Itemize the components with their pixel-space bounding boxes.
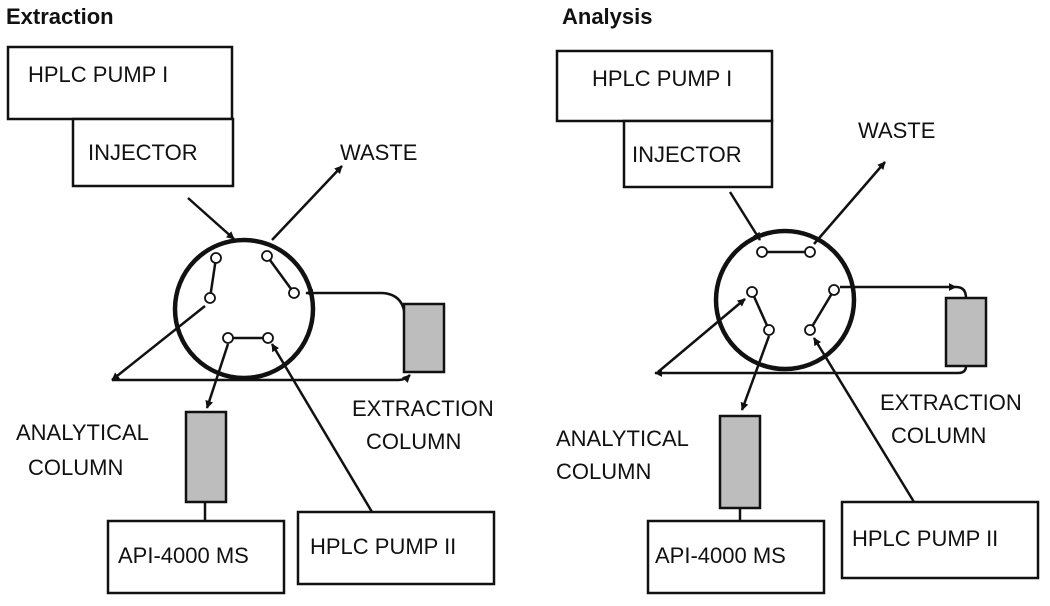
extraction-arrow-injector-to-valve: [187, 197, 235, 240]
analysis-valve-body: [713, 228, 857, 372]
extraction-valve-channel: [208, 257, 218, 299]
extraction-arrow-pump2-to-valve: [270, 343, 374, 513]
extraction-extraction-column-label-1: EXTRACTION: [352, 396, 494, 421]
extraction-analytical-column: ANALYTICAL COLUMN: [16, 410, 228, 504]
analysis-analytical-column-label-1: ANALYTICAL: [556, 426, 689, 451]
extraction-valve-port: [210, 252, 222, 264]
extraction-valve-port: [222, 332, 234, 344]
analysis-pump1-box: [555, 49, 774, 123]
analysis-arrow-to-waste: [813, 161, 886, 245]
extraction-pump1-label: HPLC PUMP I: [28, 62, 168, 87]
analysis-extraction-column-label-1: EXTRACTION: [880, 390, 1022, 415]
analysis-injector-label: INJECTOR: [632, 142, 742, 167]
extraction-extraction-column: EXTRACTION COLUMN: [352, 302, 494, 454]
extraction-analytical-column-label-1: ANALYTICAL: [16, 420, 149, 445]
extraction-panel: Extraction HPLC PUMP I INJECTOR WASTE: [6, 4, 496, 595]
extraction-injector-label: INJECTOR: [88, 140, 198, 165]
analysis-ms-box: [646, 519, 826, 595]
analysis-pump2: HPLC PUMP II: [840, 500, 1040, 580]
analysis-extraction-column-body: [944, 296, 988, 368]
extraction-ms-box: [106, 519, 286, 595]
analysis-valve-channel: [750, 291, 771, 331]
analysis-ms-label: API-4000 MS: [655, 543, 786, 568]
analysis-valve-port: [746, 286, 758, 298]
extraction-extraction-column-body: [402, 302, 446, 374]
analysis-panel: Analysis HPLC PUMP I INJECTOR WASTE: [555, 4, 1040, 595]
analysis-extraction-column-label-2: COLUMN: [891, 423, 986, 448]
analysis-extraction-column: EXTRACTION COLUMN: [880, 296, 1022, 448]
analysis-valve-port: [804, 324, 816, 336]
extraction-pump2: HPLC PUMP II: [296, 510, 496, 586]
analysis-ms: API-4000 MS: [646, 519, 826, 595]
extraction-valve-channel: [265, 255, 296, 294]
analysis-injector: INJECTOR: [622, 119, 774, 189]
analysis-pump2-box: [840, 500, 1040, 580]
analysis-waste-label: WASTE: [858, 118, 935, 143]
analysis-arrow-pump2-to-valve: [812, 337, 916, 503]
extraction-title: Extraction: [6, 4, 114, 29]
analysis-valve-port: [756, 246, 768, 258]
analysis-analytical-column-body: [718, 414, 762, 510]
extraction-analytical-column-label-2: COLUMN: [28, 455, 123, 480]
analysis-valve-port: [763, 324, 775, 336]
analysis-injector-box: [622, 119, 774, 189]
extraction-arrow-valve-to-analytical: [205, 343, 230, 409]
analysis-valve-channel: [808, 289, 836, 331]
analysis-analytical-column: ANALYTICAL COLUMN: [556, 414, 762, 510]
analysis-line-column-corner: [955, 285, 968, 299]
extraction-injector-box: [71, 117, 235, 188]
extraction-analytical-column-body: [184, 410, 228, 504]
extraction-line-column-to-valve: [305, 289, 407, 321]
analysis-line-column-to-left: [654, 365, 968, 377]
extraction-line-bottom-to-column: [112, 374, 411, 383]
analysis-pump2-label: HPLC PUMP II: [852, 526, 998, 551]
analysis-arrow-left-to-valve: [657, 298, 746, 373]
extraction-pump2-label: HPLC PUMP II: [310, 534, 456, 559]
analysis-pump1-label: HPLC PUMP I: [592, 66, 732, 91]
extraction-arrow-to-waste: [271, 165, 343, 241]
extraction-valve: [172, 237, 316, 381]
analysis-valve-port: [828, 284, 840, 296]
extraction-pump1: HPLC PUMP I: [6, 45, 234, 121]
analysis-valve-port: [804, 246, 816, 258]
extraction-ms-label: API-4000 MS: [118, 543, 249, 568]
extraction-injector: INJECTOR: [71, 117, 235, 188]
extraction-valve-port: [204, 292, 216, 304]
extraction-extraction-column-label-2: COLUMN: [366, 429, 461, 454]
extraction-ms: API-4000 MS: [106, 519, 286, 595]
analysis-arrow-injector-to-valve: [728, 191, 762, 241]
analysis-analytical-column-label-2: COLUMN: [556, 459, 651, 484]
analysis-valve: [713, 228, 857, 372]
extraction-pump1-box: [6, 45, 234, 121]
extraction-waste-label: WASTE: [340, 140, 417, 165]
extraction-arrow-valve-to-bottom: [111, 305, 206, 381]
analysis-pump1: HPLC PUMP I: [555, 49, 774, 123]
analysis-title: Analysis: [562, 4, 653, 29]
extraction-valve-port: [262, 332, 274, 344]
extraction-valve-port: [261, 250, 273, 262]
analysis-arrow-valve-to-analytical: [740, 335, 771, 411]
extraction-valve-body: [172, 237, 316, 381]
extraction-pump2-box: [296, 510, 496, 586]
extraction-valve-port: [288, 287, 300, 299]
